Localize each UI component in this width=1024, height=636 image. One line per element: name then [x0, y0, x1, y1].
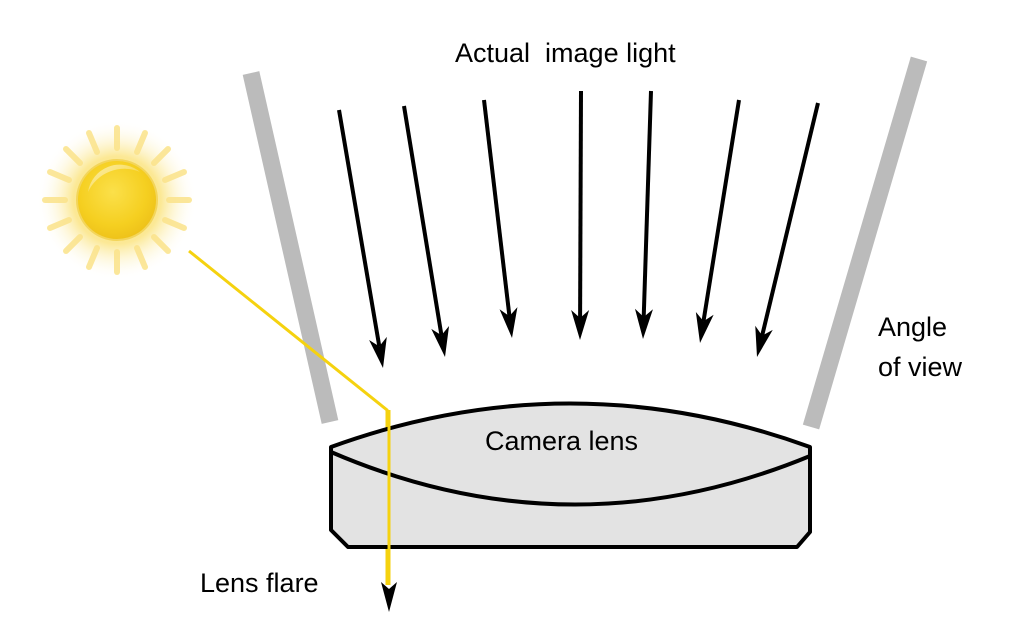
lens-flare-label: Lens flare: [200, 568, 319, 598]
light-arrow-3: [482, 99, 518, 338]
right-angle-of-view-bar: [802, 56, 928, 430]
left-angle-of-view-bar: [242, 71, 339, 424]
light-arrow-shaft: [641, 90, 653, 318]
light-arrow-7: [755, 102, 820, 357]
sun-icon: [37, 120, 197, 280]
actual-image-light-label: Actual image light: [455, 38, 676, 68]
light-arrow-shaft: [482, 99, 512, 317]
arrowhead-icon: [571, 309, 590, 340]
light-arrow-shaft: [760, 102, 820, 337]
light-arrow-4: [571, 90, 590, 340]
sun-core: [76, 159, 158, 241]
lens-body: [329, 401, 812, 549]
lens-inner-curve: [330, 450, 811, 507]
arrowhead-icon: [634, 308, 653, 339]
light-arrow-1: [337, 109, 387, 368]
sun-rays: [42, 125, 192, 275]
light-arrow-shaft: [337, 109, 382, 347]
light-arrows: [337, 90, 820, 368]
arrowhead-icon: [755, 325, 773, 357]
arrowhead-icon: [695, 311, 714, 343]
light-arrow-shaft: [701, 99, 741, 322]
arrowhead-icon: [369, 336, 387, 368]
sun-highlight: [88, 164, 140, 192]
light-arrow-shaft: [402, 105, 444, 336]
angle-of-view-label-line2: of view: [878, 352, 963, 382]
flare-arrowhead-icon: [381, 582, 397, 612]
camera-lens: [329, 401, 812, 549]
light-arrow-6: [695, 99, 741, 343]
camera-lens-label: Camera lens: [485, 426, 638, 456]
angle-of-view-label-line1: Angle: [878, 312, 947, 342]
light-arrow-5: [634, 90, 653, 339]
light-arrow-shaft: [578, 90, 583, 319]
arrowhead-icon: [431, 325, 450, 357]
arrowhead-icon: [499, 307, 518, 338]
light-arrow-2: [402, 105, 450, 357]
